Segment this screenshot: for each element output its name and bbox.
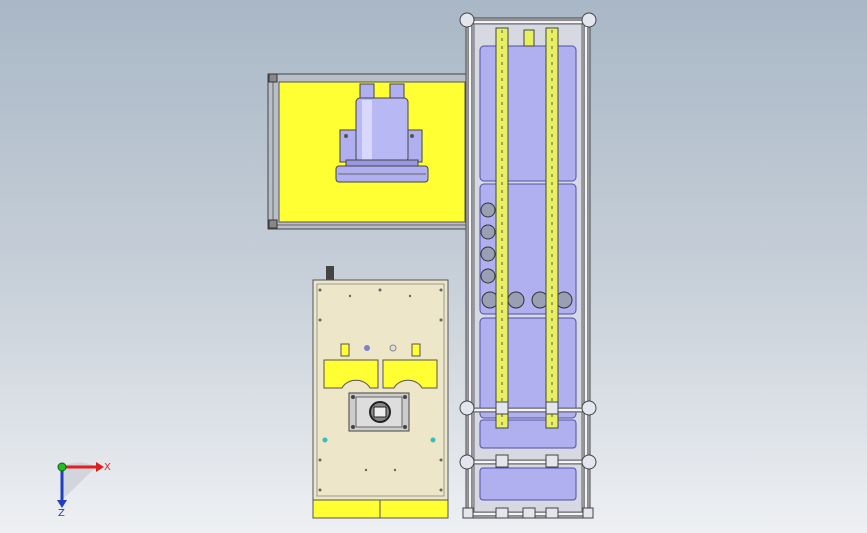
center-mount[interactable] xyxy=(348,392,410,432)
chain-rail-right[interactable] xyxy=(545,27,559,429)
conveyor-tower-assembly[interactable] xyxy=(459,12,597,519)
clamp-right[interactable] xyxy=(382,343,438,389)
bottom-bar-left xyxy=(312,499,381,519)
triad-z-label: Z xyxy=(58,508,65,519)
clamp-left[interactable] xyxy=(323,343,379,389)
triad-x-label: X xyxy=(104,462,111,473)
beige-base-assembly[interactable] xyxy=(312,266,449,519)
beige-base-plate xyxy=(312,279,449,501)
coordinate-triad-icon: X Z xyxy=(57,462,111,519)
yellow-plate-assembly[interactable] xyxy=(267,73,469,230)
bottom-bar-right xyxy=(379,499,449,519)
motor-unit[interactable] xyxy=(335,83,429,183)
chain-rail-left[interactable] xyxy=(495,27,509,429)
corner-joints xyxy=(459,12,597,519)
